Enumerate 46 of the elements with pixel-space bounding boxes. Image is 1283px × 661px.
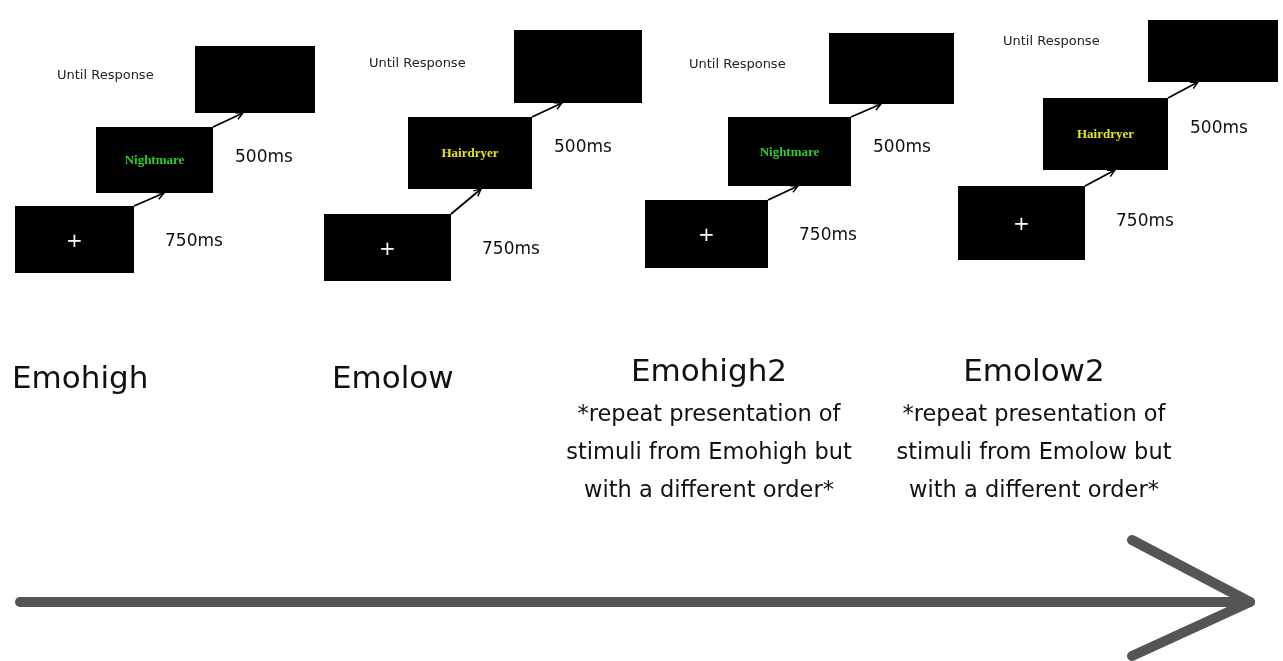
stimulus-word: Nightmare [759,143,820,160]
arrow [1084,169,1116,187]
arrow [767,185,799,201]
stimulus-word: Hairdryer [441,145,499,161]
duration-label: 750ms [165,230,223,250]
arrow [1167,81,1199,99]
condition-title: Emolow2 [962,351,1106,390]
condition-note: *repeat presentation of stimuli from Emohigh but with a different order* [565,399,853,504]
fixation-screen [645,200,768,268]
duration-note: Until Response [57,67,154,82]
word-screen [408,117,532,189]
arrow [531,102,563,118]
word-screen [96,127,213,193]
blank-screen [1148,20,1278,82]
fixation-screen [15,206,134,273]
word-screen [1043,98,1168,170]
fixation-screen [958,186,1085,260]
blank-screen [195,46,315,113]
blank-screen [829,33,954,104]
duration-note: Until Response [1003,33,1100,48]
arrow [212,112,244,128]
duration-note: Until Response [689,56,786,71]
condition-title: Emohigh2 [629,351,789,390]
arrow [133,191,165,207]
duration-label: 750ms [1116,210,1174,230]
fixation-cross: + [379,235,396,260]
stimulus-word: Hairdryer [1076,126,1134,142]
fixation-cross: + [698,222,715,246]
blank-screen [514,30,642,103]
condition-title: Emohigh [12,358,149,397]
word-screen [728,117,851,186]
duration-note: Until Response [369,55,466,70]
duration-label: 750ms [482,238,540,258]
arrow [850,102,882,118]
fixation-cross: + [1013,211,1030,235]
fixation-screen [324,214,451,281]
duration-label: 500ms [554,136,612,156]
arrow [450,188,482,215]
duration-label: 500ms [1190,117,1248,137]
stimulus-word: Nightmare [124,152,185,168]
duration-label: 500ms [235,146,293,166]
duration-label: 750ms [799,224,857,244]
condition-title: Emolow [332,358,454,397]
fixation-cross: + [66,227,83,252]
condition-note: *repeat presentation of stimuli from Emolow but with a different order* [895,399,1173,504]
duration-label: 500ms [873,136,931,156]
